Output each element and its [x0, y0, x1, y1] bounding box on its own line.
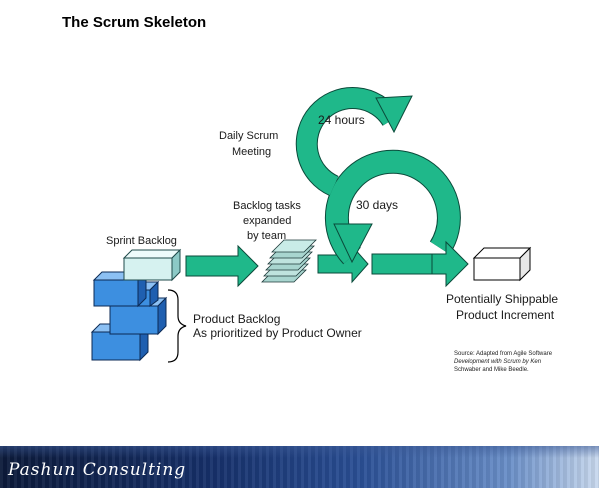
product-backlog-label-1: Product Backlog: [193, 312, 280, 326]
footer-brand: Pashun Consulting: [8, 460, 187, 480]
product-backlog-brace: [167, 289, 187, 363]
thirty-days-label: 30 days: [356, 198, 398, 212]
backlog-tasks-label-2: expanded: [243, 215, 291, 227]
product-increment-cube: [472, 246, 532, 282]
increment-label-1: Potentially Shippable: [446, 292, 558, 306]
daily-scrum-label-2: Meeting: [232, 146, 271, 158]
sprint-backlog-cube: [122, 248, 182, 282]
product-backlog-label-2: As prioritized by Product Owner: [193, 326, 362, 340]
product-backlog-stack: [90, 270, 168, 362]
source-line-1: Source: Adapted from Agile Software: [454, 351, 553, 357]
arrow-to-increment: [431, 240, 469, 288]
scrum-diagram: Daily Scrum Meeting 24 hours 30 days Bac…: [90, 87, 558, 373]
source-line-2: Development with Scrum by Ken: [454, 359, 542, 365]
twenty-four-hour-loop: [295, 87, 413, 197]
task-plates-stack: [261, 239, 317, 283]
backlog-tasks-label-3: by team: [247, 230, 286, 242]
arrow-to-tasks: [185, 244, 259, 288]
thirty-day-loop: [324, 149, 461, 265]
slide-title: The Scrum Skeleton: [62, 14, 207, 31]
footer-banner: Pashun Consulting: [0, 446, 599, 488]
daily-scrum-label-1: Daily Scrum: [219, 130, 278, 142]
backlog-tasks-label-1: Backlog tasks: [233, 200, 301, 212]
source-line-3: Schwaber and Mike Beedle.: [454, 367, 529, 373]
twenty-four-hours-label: 24 hours: [318, 113, 365, 127]
increment-label-2: Product Increment: [456, 308, 555, 322]
cycle-exit-bar: [371, 253, 439, 275]
sprint-backlog-label: Sprint Backlog: [106, 235, 177, 247]
